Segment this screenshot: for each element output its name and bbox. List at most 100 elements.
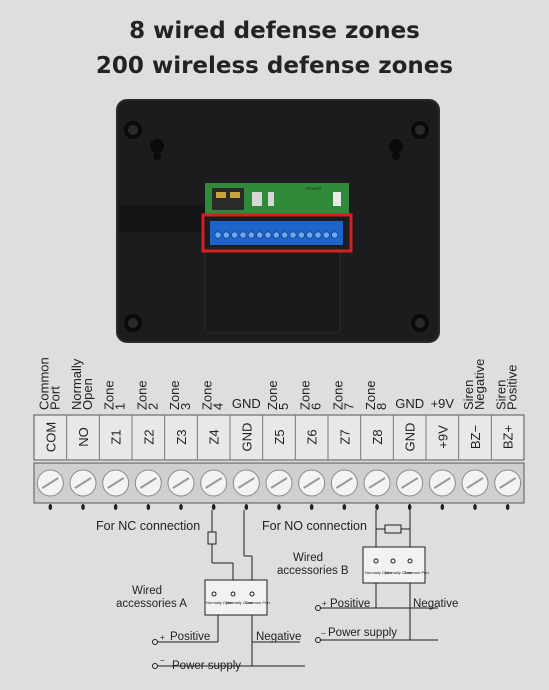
terminal-lead (179, 504, 183, 510)
terminal-screw-icon (134, 469, 162, 497)
accessory-a-positive-terminal-icon (152, 639, 158, 645)
terminal-lead (48, 504, 53, 510)
block-screw-icon (306, 231, 314, 239)
terminal-screw-icon (494, 469, 522, 497)
terminal-lead (407, 504, 412, 510)
terminal-code: +9V (435, 425, 450, 449)
terminal-lead (113, 504, 118, 510)
terminal-lead (309, 504, 314, 510)
accessory-b-contact-nc: Normally Close (385, 570, 413, 575)
block-screw-icon (322, 231, 330, 239)
terminal-screw-icon (200, 469, 228, 497)
title-line-1: 8 wired defense zones (129, 18, 420, 44)
svg-text:−: − (160, 656, 165, 665)
terminal-lead (146, 504, 151, 510)
accessory-a-contact-nc: Normally Close (226, 600, 254, 605)
terminal-lead (375, 504, 379, 510)
terminal-lead (244, 504, 249, 510)
mounting-hole-top-left-icon (150, 139, 164, 160)
accessory-a-contact-com: Common Port (245, 600, 271, 605)
terminal-code: BZ− (468, 425, 483, 449)
terminal-lead (342, 504, 347, 510)
mounting-hole-top-right-icon (389, 139, 403, 160)
terminal-top-label: Zone8 (363, 380, 389, 410)
no-connection-label: For NO connection (262, 519, 367, 533)
block-screw-icon (297, 231, 305, 239)
terminal-top-label: NormallyOpen (69, 358, 95, 410)
terminal-code: GND (403, 423, 418, 452)
terminal-screw-icon (265, 469, 293, 497)
terminal-screw-icon (428, 469, 456, 497)
accessory-a-contact-no: Normally Open (206, 600, 233, 605)
block-screw-icon (264, 231, 272, 239)
block-screw-icon (314, 231, 322, 239)
screw-icons (124, 121, 429, 332)
accessory-b-positive-label: Positive (330, 598, 370, 610)
block-screw-icon (231, 231, 239, 239)
accessory-a-negative-terminal-icon (152, 663, 158, 669)
terminal-code: Z1 (109, 429, 124, 444)
svg-text:+: + (322, 599, 327, 608)
terminal-top-label: GND (232, 396, 261, 411)
terminal-screw-icon (167, 469, 195, 497)
terminal-code: Z5 (272, 429, 287, 444)
terminal-lead (81, 504, 85, 510)
accessory-a-box (204, 579, 268, 616)
terminal-code: GND (239, 423, 254, 452)
terminal-code: Z2 (141, 429, 156, 444)
accessory-b-box (362, 546, 426, 584)
accessory-b-negative-label: Negative (413, 598, 458, 610)
terminal-lead (211, 504, 216, 510)
accessory-a-power-label: Power supply (172, 660, 241, 672)
block-screw-icon (247, 231, 255, 239)
accessory-b-wiring (320, 510, 438, 641)
terminal-lead (505, 504, 510, 510)
terminal-top-label: Zone4 (200, 380, 226, 410)
terminal-code: Z7 (337, 429, 352, 444)
terminal-screw-icon (330, 469, 358, 497)
terminal-lead (277, 504, 281, 510)
block-screw-icon (331, 231, 339, 239)
terminal-top-label: SirenNegative (461, 359, 487, 410)
block-screw-icon (281, 231, 289, 239)
accessory-b-contact-com: Common Port (404, 570, 430, 575)
accessory-b-contact-no: Normally Open (365, 570, 392, 575)
terminal-screw-icon (36, 469, 64, 497)
terminal-top-label: SirenPositive (494, 364, 520, 410)
pcb-power-label: POWER (306, 186, 321, 191)
terminal-screw-icon (396, 469, 424, 497)
accessory-a-name-1: Wired (132, 585, 162, 597)
terminal-screw-icon (232, 469, 260, 497)
terminal-screw-icon (461, 469, 489, 497)
terminal-top-label: Zone7 (330, 380, 356, 410)
accessory-b-power-label: Power supply (328, 627, 397, 639)
terminal-top-label: Zone6 (298, 380, 324, 410)
terminal-screw-icon (102, 469, 130, 497)
svg-text:−: − (321, 629, 326, 638)
block-screw-icon (272, 231, 280, 239)
block-screw-icon (256, 231, 264, 239)
terminal-code: NO (76, 427, 91, 447)
block-screw-icon (214, 231, 222, 239)
title-line-2: 200 wireless defense zones (95, 53, 454, 79)
block-screw-icon (222, 231, 230, 239)
pcb-window: POWER (205, 183, 349, 215)
terminal-lead (473, 504, 477, 510)
terminal-code: Z4 (207, 429, 222, 444)
accessory-b-positive-terminal-icon (315, 605, 321, 611)
terminal-top-label: Zone5 (265, 380, 291, 410)
terminal-top-label: CommonPort (36, 357, 62, 410)
terminal-code: Z6 (305, 429, 320, 444)
terminal-code: BZ+ (501, 425, 516, 449)
terminal-screw-icon (69, 469, 97, 497)
terminal-top-label: Zone2 (134, 380, 160, 410)
alarm-panel-back: POWER (116, 99, 440, 343)
accessory-a-contacts: Normally Open Normally Close Common Port (206, 591, 271, 605)
svg-text:+: + (160, 633, 165, 642)
terminal-screw-icon (363, 469, 391, 497)
terminal-top-label: GND (395, 396, 424, 411)
terminal-screw-icon (298, 469, 326, 497)
accessory-a-negative-label: Negative (256, 631, 301, 643)
block-screw-icon (239, 231, 247, 239)
